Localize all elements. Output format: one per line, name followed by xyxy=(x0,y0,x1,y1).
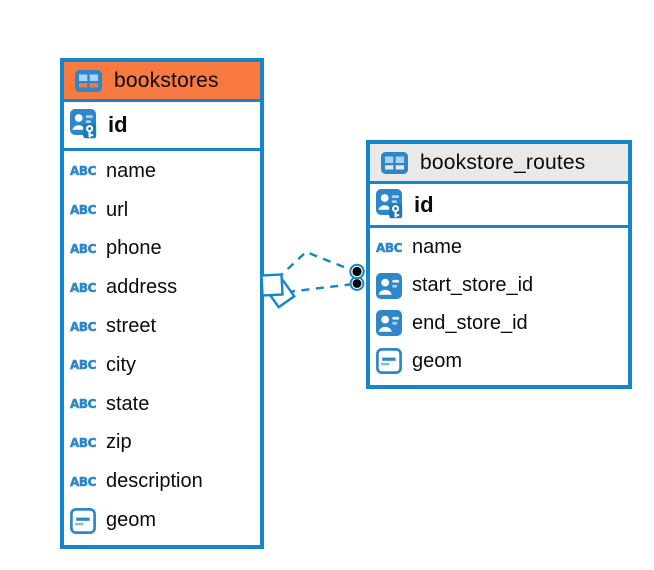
table-icon xyxy=(71,69,105,92)
column-row-phone[interactable]: ABC phone xyxy=(64,230,260,269)
one-end-dot-markers[interactable] xyxy=(349,263,365,291)
column-row-url[interactable]: ABC url xyxy=(64,191,260,230)
text-type-icon: ABC xyxy=(69,164,97,179)
column-name: address xyxy=(106,276,178,299)
table-title: bookstore_routes xyxy=(420,150,586,174)
column-row-name[interactable]: ABC name xyxy=(370,229,628,267)
column-row-end_store_id[interactable]: end_store_id xyxy=(370,305,628,343)
column-row-name[interactable]: ABC name xyxy=(64,152,260,191)
primary-key-name: id xyxy=(414,191,434,217)
text-type-icon: ABC xyxy=(69,435,97,451)
primary-key-row[interactable]: id xyxy=(370,184,628,228)
text-type-icon: ABC xyxy=(69,397,97,412)
entity-table-bookstore-routes[interactable]: bookstore_routes id ABC name start_store_… xyxy=(366,140,632,389)
relationship-line-upper[interactable] xyxy=(276,250,355,280)
text-type-icon: ABC xyxy=(69,241,97,257)
column-name: description xyxy=(106,470,203,493)
text-type-icon: ABC xyxy=(69,203,97,218)
column-row-address[interactable]: ABC address xyxy=(64,268,260,307)
column-row-geom[interactable]: geom xyxy=(64,501,260,540)
column-row-zip[interactable]: ABC zip xyxy=(64,424,260,463)
text-type-icon: ABC xyxy=(69,358,97,373)
text-type-icon: ABC xyxy=(375,240,403,256)
column-name: city xyxy=(106,353,136,376)
column-name: zip xyxy=(106,431,132,454)
primary-key-name: id xyxy=(108,112,128,137)
primary-key-icon xyxy=(373,188,407,221)
reference-type-icon xyxy=(372,272,406,299)
column-name: url xyxy=(106,198,129,221)
table-icon xyxy=(377,151,411,174)
relationship-line-lower[interactable] xyxy=(286,282,355,294)
column-row-state[interactable]: ABC state xyxy=(64,385,260,424)
column-row-street[interactable]: ABC street xyxy=(64,307,260,346)
column-name: name xyxy=(412,236,463,259)
primary-key-row[interactable]: id xyxy=(64,102,260,151)
column-name: end_store_id xyxy=(412,311,528,334)
table-title: bookstores xyxy=(114,68,219,92)
column-name: start_store_id xyxy=(412,274,534,297)
text-type-icon: ABC xyxy=(69,319,97,334)
column-name: name xyxy=(106,159,157,182)
geometry-type-icon xyxy=(66,507,100,534)
column-name: geom xyxy=(412,349,463,372)
column-name: street xyxy=(106,315,157,338)
column-list: ABC name start_store_id end_store_id geom xyxy=(370,228,628,385)
many-end-diamond-marker[interactable] xyxy=(260,273,296,309)
text-type-icon: ABC xyxy=(69,474,97,490)
column-row-city[interactable]: ABC city xyxy=(64,346,260,385)
primary-key-icon xyxy=(67,109,101,141)
reference-type-icon xyxy=(372,310,406,337)
column-name: geom xyxy=(106,509,157,532)
column-row-geom[interactable]: geom xyxy=(370,342,628,380)
column-row-start_store_id[interactable]: start_store_id xyxy=(370,267,628,305)
column-name: phone xyxy=(106,237,162,260)
table-header[interactable]: bookstore_routes xyxy=(370,144,628,184)
column-name: state xyxy=(106,392,150,415)
text-type-icon: ABC xyxy=(69,280,97,296)
column-row-description[interactable]: ABC description xyxy=(64,462,260,501)
geometry-type-icon xyxy=(372,348,406,375)
table-header[interactable]: bookstores xyxy=(64,62,260,102)
